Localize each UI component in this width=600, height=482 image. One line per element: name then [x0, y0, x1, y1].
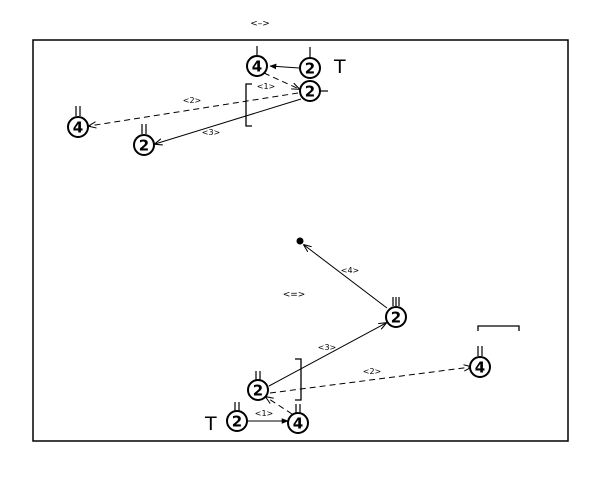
bottom-edge-label-3: <3> [318, 343, 337, 352]
svg-text:4: 4 [252, 58, 262, 76]
svg-text:2: 2 [305, 60, 315, 78]
bottom-edge-1-dashed [266, 397, 293, 415]
top-node-2c: 2 [133, 124, 155, 156]
lower-marker: <=> [283, 290, 306, 300]
top-marker: <–> [250, 19, 270, 29]
top-node-4b: 4 [67, 106, 89, 138]
svg-text:4: 4 [73, 119, 83, 137]
top-edge-2-dashed [89, 92, 299, 126]
top-bracket [245, 83, 252, 127]
top-edge-label-1: <1> [257, 82, 276, 91]
svg-text:4: 4 [475, 359, 485, 377]
svg-text:2: 2 [139, 137, 149, 155]
top-panel: T 4 2 2 4 2 <1> [67, 46, 346, 156]
bottom-edge-label-4: <4> [341, 266, 360, 275]
svg-text:2: 2 [305, 83, 315, 101]
svg-text:2: 2 [391, 309, 401, 327]
svg-text:2: 2 [253, 382, 263, 400]
top-node-4a: 4 [246, 46, 268, 77]
bottom-node-4b: 4 [469, 346, 491, 378]
top-edge-1-dashed [263, 72, 299, 89]
bottom-node-2c: 2 [385, 297, 407, 328]
bottom-node-2a: 2 [247, 371, 269, 401]
top-node-2a: 2 [299, 47, 321, 79]
bottom-edge-3-solid [268, 323, 386, 387]
bottom-edge-4-solid [304, 245, 388, 309]
bottom-edge-2-dashed [269, 367, 471, 394]
svg-text:2: 2 [232, 413, 242, 431]
bottom-bracket [295, 358, 302, 401]
bottom-right-bar [477, 325, 520, 331]
svg-text:4: 4 [293, 415, 303, 433]
top-edge-label-2: <2> [183, 96, 202, 105]
top-node-2b: 2 [299, 80, 328, 102]
top-side-mark: T [333, 56, 346, 78]
top-edge-2-to-4-solid [269, 63, 300, 70]
top-edge-3-solid [155, 98, 302, 144]
bottom-panel: T 2 4 2 4 [204, 237, 520, 435]
top-edge-label-3: <3> [202, 128, 221, 137]
bottom-edge-label-1: <1> [255, 409, 274, 418]
bottom-side-mark: T [204, 413, 217, 435]
bottom-edge-label-2: <2> [363, 367, 382, 376]
bottom-terminal-dot [296, 237, 304, 245]
bottom-node-2b: 2 [226, 402, 248, 432]
bottom-node-4a: 4 [287, 404, 309, 434]
diagram-frame [32, 39, 569, 442]
